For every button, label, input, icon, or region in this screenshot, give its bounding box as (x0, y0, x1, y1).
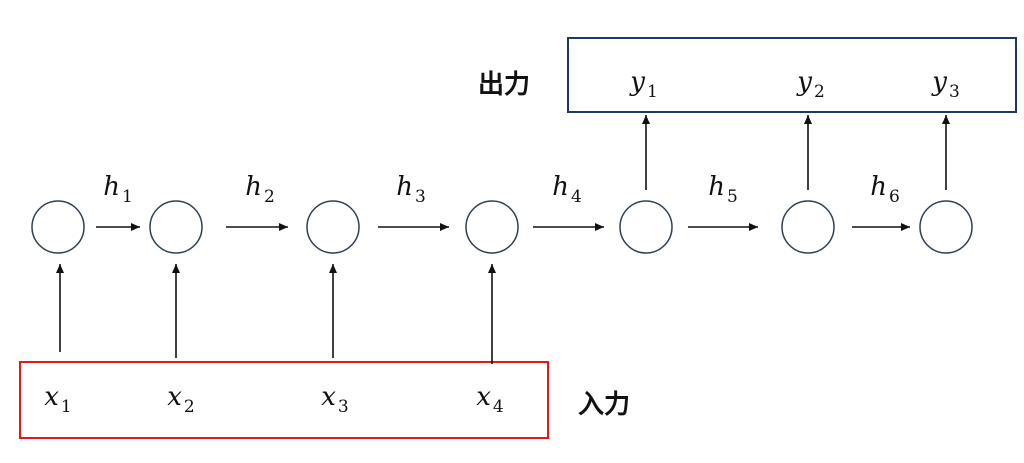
rnn-node-5 (619, 200, 673, 254)
rnn-node-2 (149, 200, 203, 254)
rnn-node-3 (306, 200, 360, 254)
output-box (567, 37, 1017, 113)
rnn-node-6 (781, 200, 835, 254)
rnn-node-7 (919, 200, 973, 254)
input-label: 入力 (578, 390, 631, 420)
rnn-node-4 (465, 200, 519, 254)
output-label: 出力 (478, 70, 531, 100)
input-box (19, 361, 549, 439)
rnn-node-1 (31, 200, 85, 254)
